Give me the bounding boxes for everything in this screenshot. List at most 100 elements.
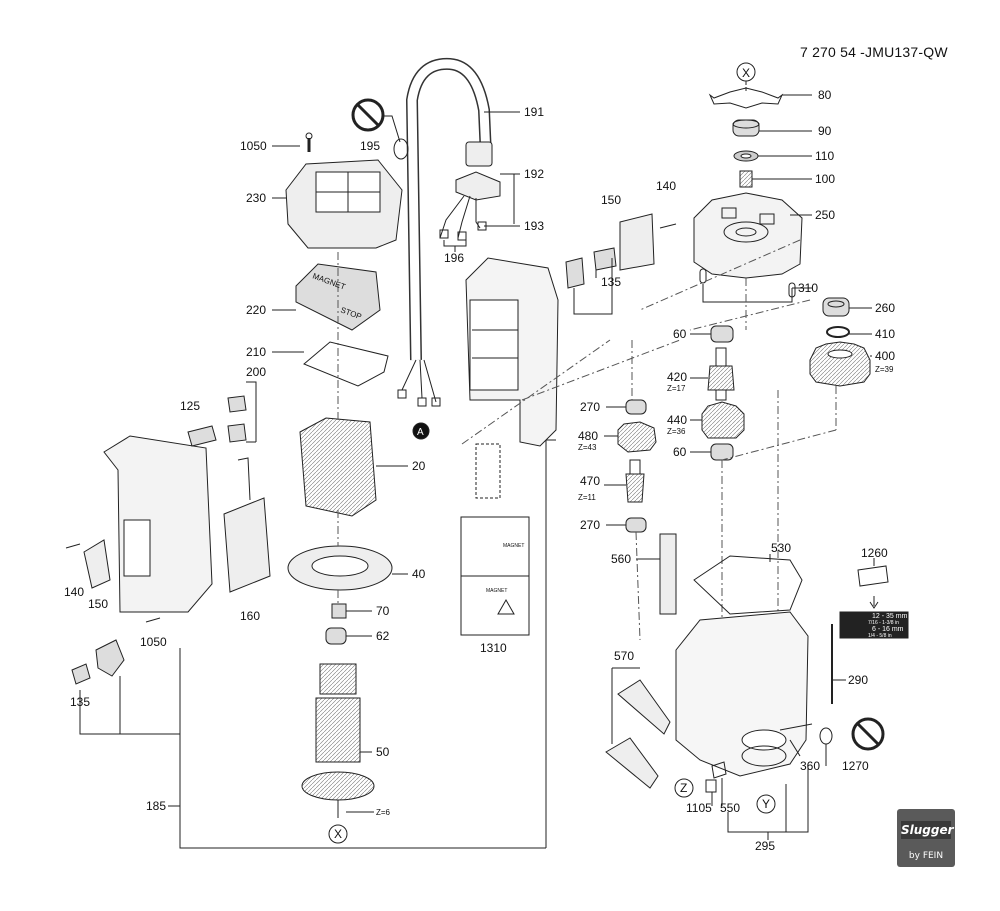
part-60-bearing-top [710, 325, 734, 343]
part-50-armature [315, 697, 361, 763]
callout-196: 196 [444, 251, 464, 265]
callout-100: 100 [815, 172, 835, 186]
part-200-brush-b [227, 423, 247, 443]
callout-193: 193 [524, 219, 544, 233]
callout-1105: 1105 [686, 801, 712, 815]
callout-135-left: 135 [70, 695, 90, 709]
callout-1310: 1310 [480, 641, 507, 655]
callout-200: 200 [246, 365, 266, 379]
callout-50: 50 [376, 745, 390, 759]
no-magnet-sign-right [851, 717, 885, 751]
marker-y-label: Y [762, 797, 770, 811]
callout-1050-bottom: 1050 [140, 635, 167, 649]
brand-logo: Slugger by FEIN [897, 809, 955, 867]
part-470-shaft [625, 473, 645, 503]
part-70-bushing [331, 603, 347, 619]
callout-90: 90 [818, 124, 832, 138]
part-warning-label [475, 443, 501, 499]
callout-290: 290 [848, 673, 868, 687]
brand-logo-sub: by FEIN [908, 851, 944, 861]
brand-logo-name: Slugger [901, 821, 954, 839]
part-270-bearing-bottom [625, 517, 647, 533]
callout-80: 80 [818, 88, 832, 102]
callout-62: 62 [376, 629, 390, 643]
callout-570: 570 [614, 649, 634, 663]
callout-1270: 1270 [842, 759, 869, 773]
part-motor-housing [103, 435, 213, 613]
part-base-housing [675, 611, 809, 777]
part-150-cover-left [83, 539, 111, 589]
part-20-stator [299, 417, 377, 517]
part-125-clip [187, 425, 217, 447]
callout-530: 530 [771, 541, 791, 555]
callout-z43: Z=43 [578, 443, 597, 452]
part-135-switch-left [95, 639, 125, 677]
part-530-gasket [693, 555, 803, 615]
callout-110: 110 [815, 149, 834, 163]
part-193-wires [439, 195, 481, 239]
callout-z17: Z=17 [667, 384, 686, 393]
callout-60-top: 60 [673, 327, 687, 341]
callout-560: 560 [611, 552, 631, 566]
z-marker [674, 778, 694, 798]
callout-140-left: 140 [64, 585, 84, 599]
callout-1260: 1260 [861, 546, 888, 560]
callout-70: 70 [376, 604, 390, 618]
part-400-gear [809, 341, 871, 387]
callout-185: 185 [146, 799, 166, 813]
part-195-seal [393, 138, 409, 160]
part-192-strain-relief [455, 171, 501, 201]
callout-195: 195 [360, 139, 380, 153]
part-60-bearing-bottom [710, 443, 734, 461]
callout-420: 420 [667, 370, 687, 384]
no-magnet-sign-top [351, 98, 385, 132]
callout-150-left: 150 [88, 597, 108, 611]
part-570-lever-top [617, 679, 671, 735]
part-550-pin [711, 761, 727, 779]
callout-z11: Z=11 [578, 493, 596, 502]
callout-360: 360 [800, 759, 820, 773]
part-480-gear [617, 421, 657, 453]
callout-210: 210 [246, 345, 266, 359]
part-570-lever-bottom [605, 737, 659, 789]
sticker-line1: 12 - 35 mm [872, 613, 908, 620]
callout-440: 440 [667, 413, 687, 427]
part-1260-label [857, 565, 889, 587]
callout-400: 400 [875, 349, 895, 363]
part-1105-screw [705, 779, 717, 793]
part-135-switch [565, 257, 585, 289]
part-440-gear [701, 401, 745, 439]
callout-260: 260 [875, 301, 895, 315]
callout-480: 480 [578, 429, 598, 443]
part-62-bearing [325, 627, 347, 645]
callout-220: 220 [246, 303, 266, 317]
a-marker [412, 422, 430, 440]
marker-z-label: Z [680, 781, 687, 795]
part-420-pinion [707, 365, 735, 391]
part-150-cover-right [619, 213, 655, 271]
sticker-line2: 6 - 16 mm [872, 626, 904, 633]
callout-1050-top: 1050 [240, 139, 267, 153]
part-100-spring [739, 170, 753, 188]
x-marker-bottom [328, 824, 348, 844]
callout-192: 192 [524, 167, 544, 181]
callout-191: 191 [524, 105, 544, 119]
callout-z39: Z=39 [875, 365, 894, 374]
document-number: 7 270 54 -JMU137-QW [800, 44, 948, 60]
callout-410: 410 [875, 327, 895, 341]
marker-a-label: A [417, 427, 424, 438]
callout-470: 470 [580, 474, 600, 488]
callout-60-bottom: 60 [673, 445, 687, 459]
callout-250: 250 [815, 208, 835, 222]
callout-550: 550 [720, 801, 740, 815]
sticker-line1b: 7/16 - 1-3/8 in [868, 620, 899, 626]
part-160-side-cover [223, 497, 271, 593]
callout-bracket-185 [179, 648, 546, 849]
callout-270-bottom: 270 [580, 518, 600, 532]
callout-125: 125 [180, 399, 200, 413]
callout-150-right: 150 [601, 193, 621, 207]
part-310-pin-left [699, 268, 707, 284]
part-410-circlip [826, 326, 850, 338]
part-1270-washer [819, 727, 833, 745]
